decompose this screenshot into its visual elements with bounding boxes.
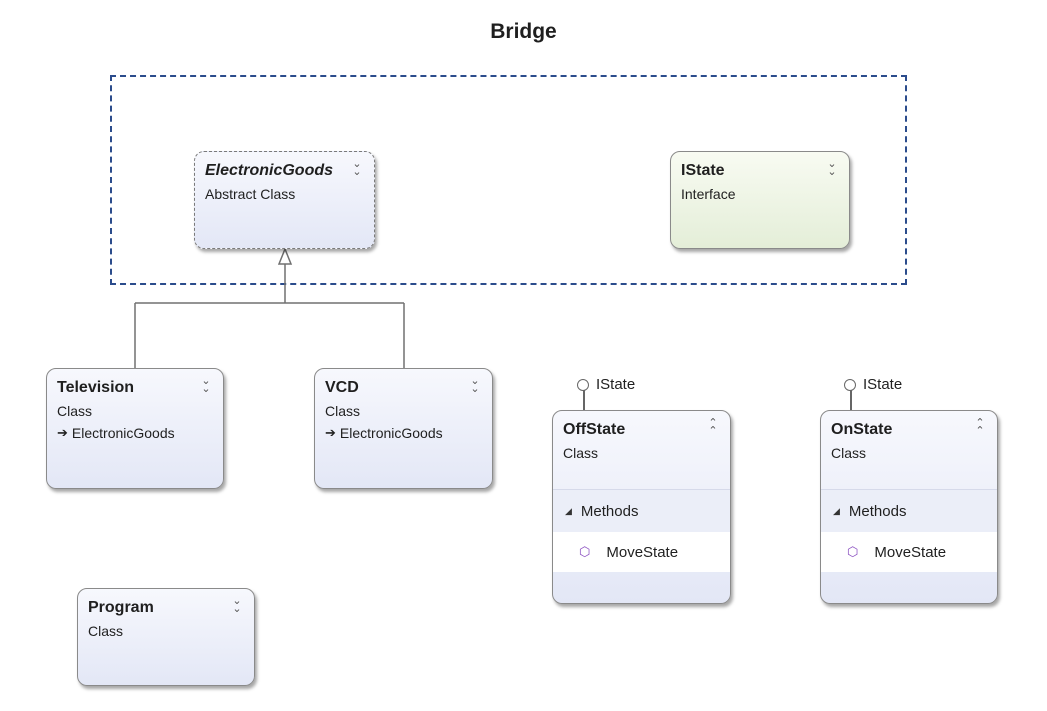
method-name: MoveState [874, 543, 947, 561]
class-name: OnState [831, 421, 893, 438]
class-electronic-goods[interactable]: ElectronicGoods Abstract Class ⌄⌄ [194, 151, 375, 249]
class-kind: Class [57, 403, 93, 419]
class-name: VCD [325, 379, 359, 396]
triangle-icon: ◢ [833, 505, 840, 516]
double-chevron-up-icon[interactable]: ⌃⌃ [708, 417, 718, 437]
base-class-name: ElectronicGoods [339, 425, 443, 441]
cube-icon: ⬡ [579, 544, 591, 559]
cube-icon: ⬡ [847, 544, 859, 559]
double-chevron-down-icon[interactable]: ⌄⌄ [201, 375, 211, 395]
methods-section-header[interactable]: ◢ Methods [553, 489, 730, 532]
inheritance-arrowhead [277, 246, 293, 265]
class-kind: Class [563, 445, 599, 461]
class-kind: Class [325, 403, 361, 419]
arrow-right-icon: ➔ [57, 425, 68, 440]
methods-section-header[interactable]: ◢ Methods [821, 489, 997, 532]
class-kind: Class [831, 445, 867, 461]
double-chevron-up-icon[interactable]: ⌃⌃ [975, 417, 985, 437]
interface-lollipop: IState [844, 376, 902, 393]
class-name: Program [88, 599, 154, 616]
class-kind: Interface [681, 186, 736, 202]
class-name: OffState [563, 421, 626, 438]
interface-lollipop-label: IState [863, 376, 903, 393]
class-name: IState [681, 162, 725, 179]
method-item[interactable]: ⬡ MoveState [821, 532, 997, 572]
arrow-right-icon: ➔ [325, 425, 336, 440]
interface-istate[interactable]: IState Interface ⌄⌄ [670, 151, 850, 249]
class-television[interactable]: Television Class ➔ ElectronicGoods ⌄⌄ [46, 368, 224, 489]
bridge-group-box [110, 75, 907, 285]
diagram-title: Bridge [490, 20, 557, 43]
method-item[interactable]: ⬡ MoveState [553, 532, 730, 572]
interface-lollipop-label: IState [596, 376, 636, 393]
section-label: Methods [848, 502, 907, 520]
interface-circle-icon [844, 378, 856, 391]
triangle-icon: ◢ [565, 505, 572, 516]
interface-circle-icon [577, 378, 589, 391]
class-name: ElectronicGoods [205, 162, 334, 179]
base-class-name: ElectronicGoods [71, 425, 175, 441]
double-chevron-down-icon[interactable]: ⌄⌄ [470, 375, 480, 395]
interface-lollipop-stem [850, 389, 852, 411]
interface-lollipop-stem [583, 389, 585, 411]
class-name: Television [57, 379, 135, 396]
class-kind: Abstract Class [205, 186, 296, 202]
class-vcd[interactable]: VCD Class ➔ ElectronicGoods ⌄⌄ [314, 368, 493, 489]
section-label: Methods [580, 502, 639, 520]
double-chevron-down-icon[interactable]: ⌄⌄ [827, 158, 837, 178]
class-kind: Class [88, 623, 124, 639]
double-chevron-down-icon[interactable]: ⌄⌄ [232, 595, 242, 615]
double-chevron-down-icon[interactable]: ⌄⌄ [352, 158, 362, 178]
method-name: MoveState [606, 543, 679, 561]
interface-lollipop: IState [577, 376, 635, 393]
class-onstate[interactable]: OnState Class ⌃⌃ ◢ Methods ⬡ MoveState [820, 410, 998, 604]
class-offstate[interactable]: OffState Class ⌃⌃ ◢ Methods ⬡ MoveState [552, 410, 731, 604]
class-program[interactable]: Program Class ⌄⌄ [77, 588, 255, 686]
